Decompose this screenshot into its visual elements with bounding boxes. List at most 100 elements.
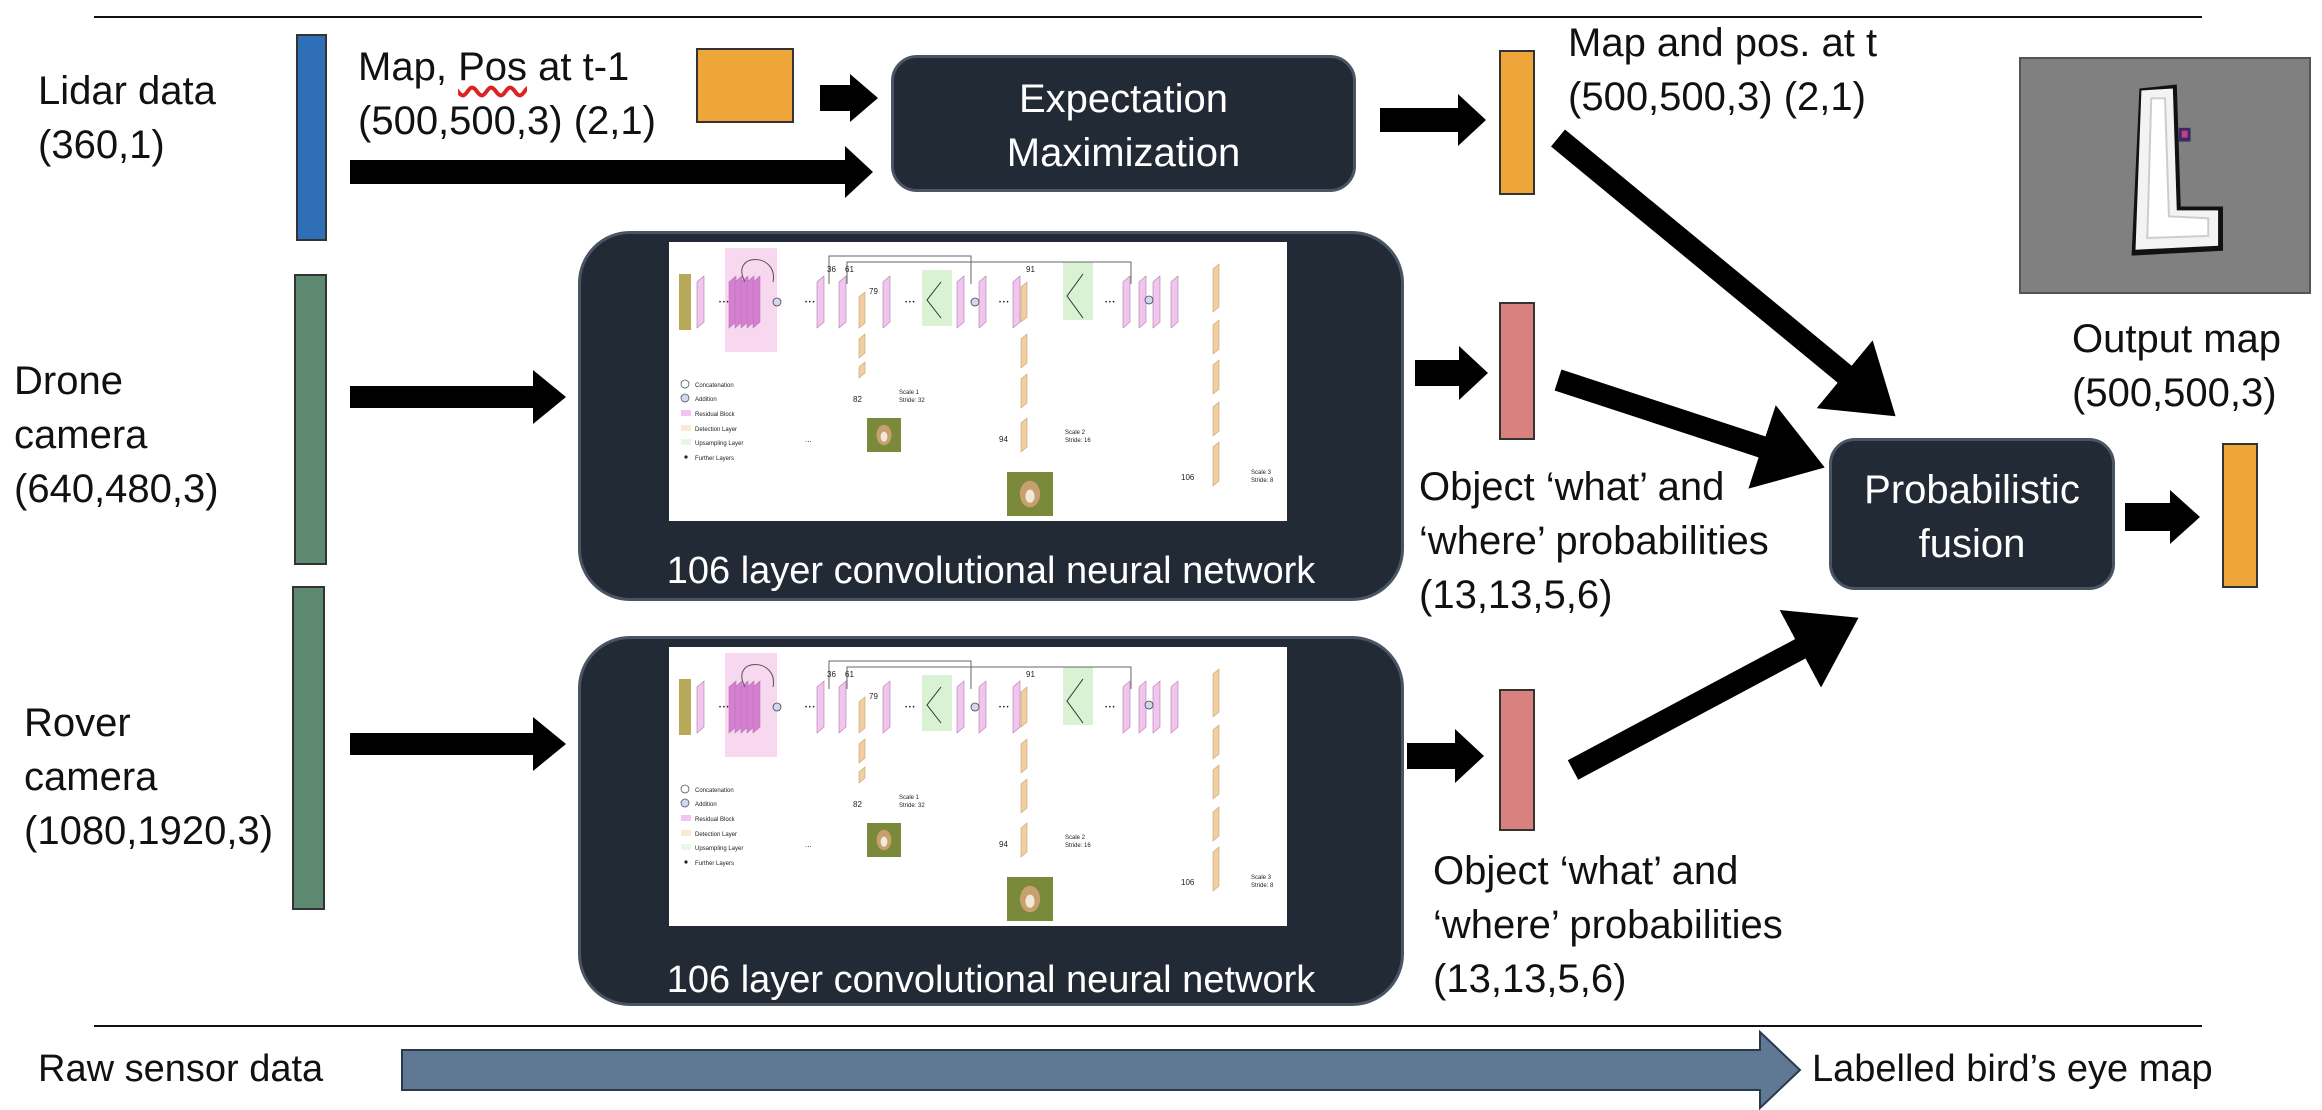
cnn-drone-caption: 106 layer convolutional neural network xyxy=(666,550,1316,592)
detection-slab xyxy=(1020,686,1028,728)
legend-concatenation-icon xyxy=(680,379,690,389)
probabilistic-fusion-line2: fusion xyxy=(1918,522,2026,566)
scale-label: Scale 3 xyxy=(1251,875,1272,881)
map-pos-prev-bar xyxy=(696,48,794,123)
detection-slab xyxy=(1212,724,1220,760)
detection-slab xyxy=(1020,778,1028,814)
dog-thumbnail-subject xyxy=(880,836,888,847)
detection-slab xyxy=(1212,441,1220,487)
skip-connection xyxy=(846,261,1132,284)
legend-detection-icon xyxy=(681,830,691,836)
input-image xyxy=(679,274,691,330)
legend-upsampling-label: Upsampling Layer xyxy=(695,441,743,447)
legend-addition-icon xyxy=(680,798,690,808)
layer-number: 91 xyxy=(1026,265,1035,274)
legend-concatenation-label: Concatenation xyxy=(695,383,734,389)
legend-addition-label: Addition xyxy=(695,397,717,403)
layer-number: 82 xyxy=(853,395,862,404)
layer-slab xyxy=(816,680,825,734)
skip-connection xyxy=(828,660,972,689)
layer-number: 61 xyxy=(845,670,854,679)
layer-number: 79 xyxy=(869,287,878,296)
pipeline-start-label: Raw sensor data xyxy=(38,1048,324,1090)
stride-label: Stride: 16 xyxy=(1065,438,1091,444)
layer-slab xyxy=(696,680,705,734)
legend-residual-icon xyxy=(681,815,691,821)
scale-label: Scale 2 xyxy=(1065,835,1086,841)
detection-slab xyxy=(1212,846,1220,892)
layer-slab xyxy=(752,680,761,734)
layer-slab xyxy=(1122,275,1131,329)
layer-number: 106 xyxy=(1181,878,1195,887)
output-map-image xyxy=(2019,57,2311,294)
dog-thumbnail-subject xyxy=(1025,894,1035,908)
detection-slab xyxy=(1212,764,1220,800)
arrow-obj2-to-fusion xyxy=(1567,609,1859,780)
layer-slab xyxy=(1170,680,1179,734)
layer-ellipsis-dots: • • • xyxy=(999,705,1009,711)
dog-thumbnail-subject xyxy=(880,431,888,442)
layer-ellipsis-dots: • • • xyxy=(905,705,915,711)
concatenation-node xyxy=(970,297,980,307)
scale-label: Scale 1 xyxy=(899,795,920,801)
object-probs-rover-label: Object ‘what’ and ‘where’ probabilities … xyxy=(1433,849,1783,1001)
layer-slab xyxy=(882,275,891,329)
detection-slab xyxy=(858,738,866,764)
layer-slab xyxy=(1122,680,1131,734)
legend-addition-icon xyxy=(680,393,690,403)
layer-ellipsis-dots: • • • xyxy=(1105,705,1115,711)
upsampling-shape xyxy=(926,281,942,319)
legend-upsampling-label: Upsampling Layer xyxy=(695,846,743,852)
detection-slab xyxy=(858,291,866,329)
layer-slab xyxy=(838,680,847,734)
layer-slab xyxy=(838,275,847,329)
addition-node xyxy=(772,297,782,307)
legend-detection-label: Detection Layer xyxy=(695,832,737,838)
legend-addition-label: Addition xyxy=(695,802,717,808)
detection-slab xyxy=(1020,281,1028,323)
probabilistic-fusion-line1: Probabilistic xyxy=(1864,468,2080,512)
layer-slab xyxy=(978,275,987,329)
legend-concatenation-label: Concatenation xyxy=(695,788,734,794)
legend-upsampling-icon xyxy=(681,844,691,850)
detection-slab xyxy=(1212,668,1220,718)
detection-slab xyxy=(1020,417,1028,453)
legend-further-icon xyxy=(684,860,688,864)
detection-slab xyxy=(1212,359,1220,395)
arrow-cnn2-to-obj2 xyxy=(1407,729,1484,783)
object-probs-drone-bar xyxy=(1499,302,1535,440)
arrow-prev-to-em xyxy=(820,74,878,122)
legend-detection-icon xyxy=(681,425,691,431)
layer-number: 94 xyxy=(999,840,1008,849)
pipeline-arrow xyxy=(401,1029,1802,1110)
output-map-label: Output map (500,500,3) xyxy=(2072,317,2282,415)
legend-further-icon xyxy=(684,455,688,459)
detection-slab xyxy=(858,333,866,359)
output-map-bar xyxy=(2222,443,2258,588)
lidar-bar xyxy=(296,34,327,241)
legend-residual-icon xyxy=(681,410,691,416)
legend-detection-label: Detection Layer xyxy=(695,427,737,433)
top-rule xyxy=(94,16,2202,18)
cnn-rover-caption: 106 layer convolutional neural network xyxy=(666,959,1316,1001)
stride-label: Stride: 8 xyxy=(1251,883,1274,889)
detection-slab xyxy=(858,361,866,379)
stride-label: Stride: 32 xyxy=(899,398,925,404)
upsampling-shape xyxy=(926,686,942,724)
drone-camera-bar xyxy=(294,274,327,565)
map-pos-t-bar xyxy=(1499,50,1535,195)
pipeline-end-label: Labelled bird’s eye map xyxy=(1812,1048,2213,1090)
legend-upsampling-icon xyxy=(681,439,691,445)
layer-ellipsis-dots: • • • xyxy=(999,300,1009,306)
layer-ellipsis-dots: • • • xyxy=(905,300,915,306)
further-layers-ellipsis: ... xyxy=(805,840,812,849)
arrow-drone-to-cnn xyxy=(350,370,566,424)
lidar-label: Lidar data (360,1) xyxy=(38,69,216,167)
layer-number: 36 xyxy=(827,265,836,274)
layer-number: 106 xyxy=(1181,473,1195,482)
arrow-fusion-to-output xyxy=(2125,490,2200,544)
layer-slab xyxy=(1138,275,1147,329)
layer-slab xyxy=(1152,275,1161,329)
